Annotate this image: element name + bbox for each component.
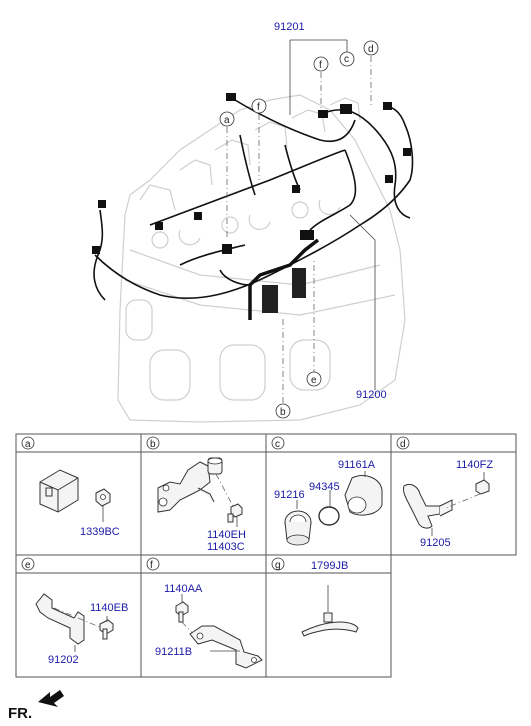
callout-91200: 91200 (356, 389, 387, 401)
panel-c-letter: c (275, 439, 280, 450)
panel-d-letter: d (400, 439, 406, 450)
panel-headers: a b c d e f g (21, 436, 410, 571)
front-arrow-icon (38, 690, 64, 707)
panel-g-letter: g (275, 560, 281, 571)
panel-f-art (175, 594, 263, 669)
letter-callouts: c d f f a e b (219, 40, 379, 419)
part-1140EH: 1140EH (207, 529, 246, 541)
callout-e: e (311, 375, 317, 386)
callout-f-mid: f (257, 102, 260, 113)
panel-b-art (157, 457, 243, 527)
callout-c: c (344, 54, 349, 65)
engine-block-outline (117, 94, 406, 423)
panel-f-letter: f (150, 560, 153, 571)
part-1140AA: 1140AA (164, 583, 203, 595)
callout-d: d (368, 44, 374, 55)
callout-f-top: f (319, 60, 322, 71)
parts-grid (15, 433, 517, 678)
wire-harness (92, 93, 414, 320)
panel-e-letter: e (25, 560, 31, 571)
panel-b-letter: b (150, 439, 156, 450)
part-91211B: 91211B (155, 646, 192, 658)
part-1799JB: 1799JB (311, 560, 348, 572)
part-1140EB: 1140EB (90, 602, 128, 614)
part-1140FZ: 1140FZ (456, 459, 493, 471)
panel-a-art (39, 469, 111, 522)
callout-b: b (280, 407, 286, 418)
front-direction-label: FR. (8, 705, 32, 722)
part-94345: 94345 (309, 481, 340, 493)
part-91202: 91202 (48, 654, 79, 666)
panel-c-art (284, 471, 383, 546)
part-91216: 91216 (274, 489, 305, 501)
part-11403C: 11403C (207, 541, 245, 553)
main-leaders (226, 39, 376, 403)
panel-a-letter: a (25, 439, 31, 450)
part-1339BC: 1339BC (80, 526, 120, 538)
part-91205: 91205 (420, 537, 451, 549)
callout-a: a (224, 115, 230, 126)
panel-d-art (403, 472, 490, 536)
panel-g-art (301, 585, 359, 637)
part-91161A: 91161A (338, 459, 376, 471)
callout-91201: 91201 (274, 21, 305, 33)
panel-e-art (35, 593, 114, 652)
